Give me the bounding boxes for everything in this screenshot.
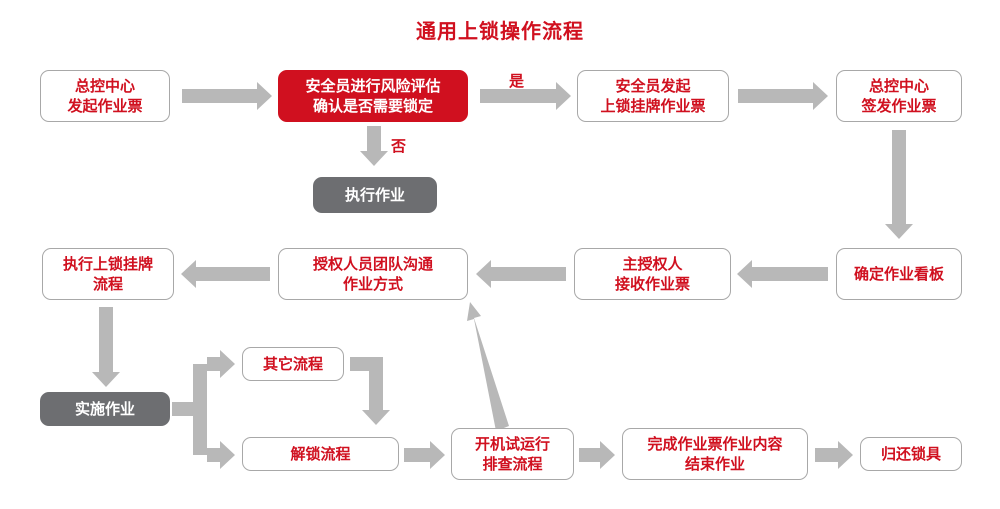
- arrow-branch-n11: [207, 350, 235, 378]
- label-no: 否: [391, 137, 407, 155]
- arrow-n10-branch: [172, 402, 193, 416]
- node-control-center-sign: 总控中心 签发作业票: [836, 70, 962, 122]
- arrow-branch-n12: [207, 441, 235, 469]
- node-lockout-tagout: 执行上锁挂牌 流程: [42, 248, 174, 300]
- arrow-n6-n7: [737, 260, 828, 288]
- node-execute-work: 执行作业: [313, 177, 437, 213]
- arrow-n4-n6: [885, 130, 913, 239]
- arrow-n8-n9: [181, 260, 270, 288]
- node-confirm-board: 确定作业看板: [836, 248, 962, 300]
- arrow-branch-vertical: [193, 364, 207, 455]
- node-main-authorizer: 主授权人 接收作业票: [574, 248, 731, 300]
- node-safety-officer-initiate: 安全员发起 上锁挂牌作业票: [577, 70, 729, 122]
- arrow-n1-n2: [182, 82, 272, 110]
- arrow-n11-n12: [350, 357, 390, 425]
- node-return-locks: 归还锁具: [860, 437, 962, 471]
- page-title: 通用上锁操作流程: [416, 19, 584, 43]
- label-yes: 是: [509, 72, 525, 90]
- node-unlock-process: 解锁流程: [242, 437, 399, 471]
- arrow-n9-n10: [92, 307, 120, 387]
- node-complete-work: 完成作业票作业内容 结束作业: [622, 428, 808, 480]
- arrow-n7-n8: [476, 260, 566, 288]
- node-team-communication: 授权人员团队沟通 作业方式: [278, 248, 468, 300]
- node-control-center-issue: 总控中心 发起作业票: [40, 70, 170, 122]
- arrow-n12-n13: [404, 441, 445, 469]
- arrow-n2-n3: [480, 82, 571, 110]
- node-trial-run: 开机试运行 排查流程: [451, 428, 574, 480]
- node-risk-assessment: 安全员进行风险评估 确认是否需要锁定: [278, 70, 468, 122]
- node-other-process: 其它流程: [242, 347, 344, 381]
- arrow-n2-n5: [360, 126, 388, 166]
- arrow-n13-n14: [579, 441, 615, 469]
- arrow-n13-n8: [467, 302, 509, 431]
- node-implement-work: 实施作业: [40, 392, 170, 426]
- arrow-n3-n4: [738, 82, 828, 110]
- arrow-n14-n15: [815, 441, 853, 469]
